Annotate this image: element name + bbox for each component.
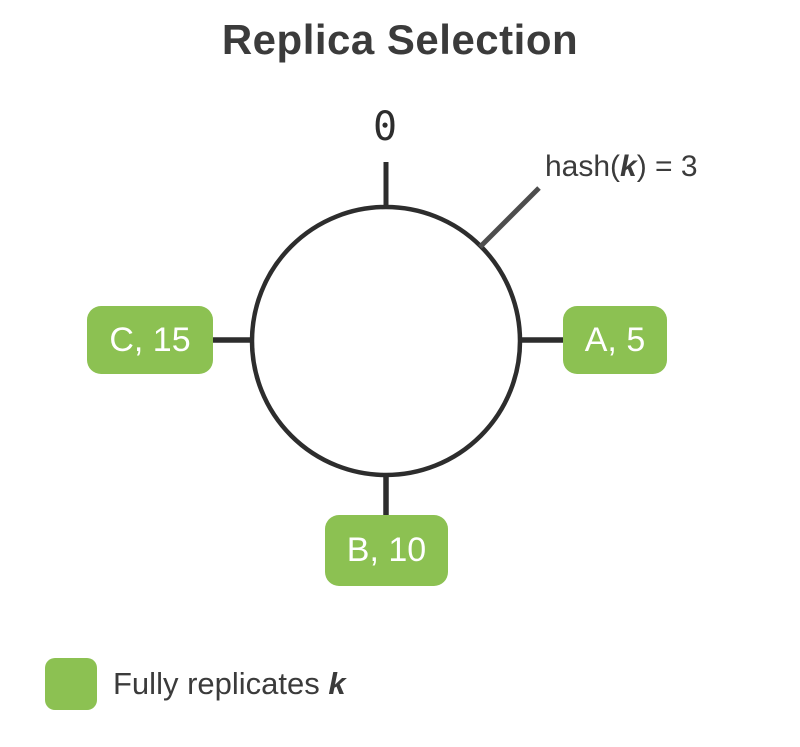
diagram-title: Replica Selection [221,16,579,63]
legend: Fully replicates k [45,658,346,710]
ring-position-zero-label: 0 [372,104,398,150]
node-b-box: B, 10 [325,515,448,586]
hash-ring-circle [249,204,523,478]
hash-label-key: k [620,150,637,183]
node-c-box: C, 15 [87,306,213,374]
legend-label: Fully replicates k [113,666,346,702]
hash-pointer-line [478,186,541,249]
hash-value-label: hash(k) = 3 [545,150,698,184]
legend-swatch [45,658,97,710]
hash-label-prefix: hash( [545,150,621,183]
node-c-label: C, 15 [109,320,191,359]
legend-label-prefix: Fully replicates [113,666,329,701]
node-a-label: A, 5 [584,320,646,359]
node-a-box: A, 5 [563,306,667,374]
legend-label-key: k [328,666,346,701]
hash-label-suffix: ) = 3 [636,150,698,183]
node-b-label: B, 10 [346,531,427,569]
